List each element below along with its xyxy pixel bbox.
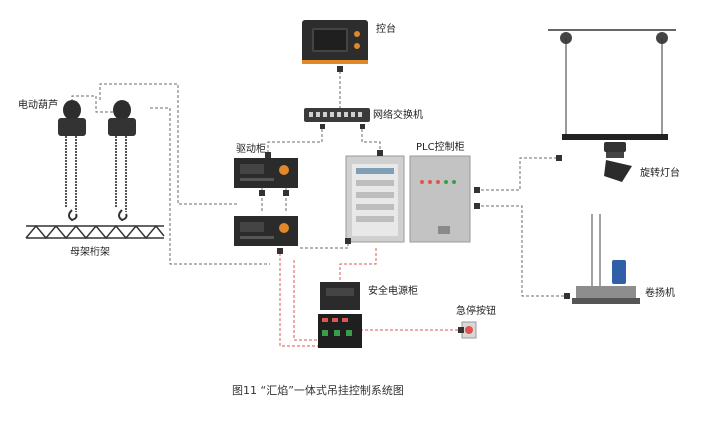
truss-structure bbox=[25, 224, 165, 240]
estop-button-device bbox=[461, 321, 477, 339]
moving-head-light bbox=[604, 142, 632, 182]
driver-cabinet-upper bbox=[234, 158, 298, 188]
network-connections bbox=[71, 66, 568, 297]
console-device bbox=[302, 20, 368, 64]
power-connections bbox=[279, 248, 468, 347]
label-electric-hoist: 电动葫芦 bbox=[18, 98, 58, 111]
label-console: 控台 bbox=[376, 22, 396, 35]
electric-hoist-right bbox=[108, 100, 136, 222]
plc-cabinet-device bbox=[345, 155, 471, 243]
overhead-rig bbox=[548, 29, 676, 140]
label-estop: 急停按钮 bbox=[456, 304, 496, 317]
winch-device bbox=[572, 214, 640, 304]
safety-power-cabinet bbox=[318, 282, 362, 348]
electric-hoist-left bbox=[58, 100, 86, 222]
driver-cabinet-lower bbox=[234, 216, 298, 246]
label-safety-power: 安全电源柜 bbox=[368, 284, 418, 297]
figure-caption: 图11 “汇焰”一体式吊挂控制系统图 bbox=[232, 384, 404, 397]
label-network-switch: 网络交换机 bbox=[373, 108, 423, 121]
label-plc-cabinet: PLC控制柜 bbox=[416, 140, 465, 153]
label-driver-cabinet: 驱动柜 bbox=[236, 142, 266, 155]
label-moving-head: 旋转灯台 bbox=[640, 166, 680, 179]
label-truss: 母架桁架 bbox=[70, 245, 110, 258]
network-switch-device bbox=[304, 108, 370, 122]
label-winch: 卷扬机 bbox=[645, 286, 675, 299]
connector-plugs bbox=[259, 66, 570, 333]
